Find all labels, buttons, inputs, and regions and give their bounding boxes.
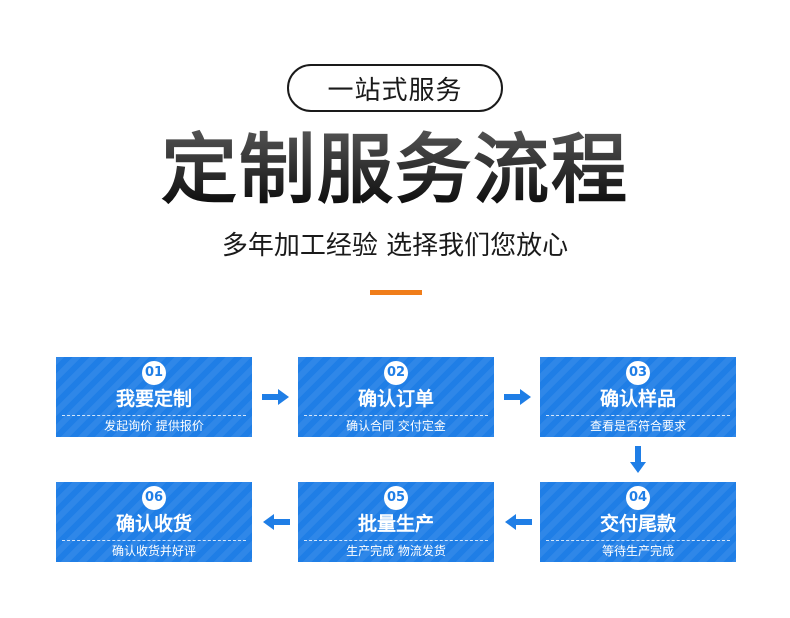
step-description: 查看是否符合要求 — [589, 419, 686, 433]
step-title: 确认订单 — [357, 388, 434, 410]
step-description: 确认收货并好评 — [111, 544, 196, 558]
arrow-right-icon — [262, 387, 290, 407]
arrow-right-icon — [504, 387, 532, 407]
step-number-badge: 04 — [626, 486, 650, 510]
step-divider — [62, 415, 246, 416]
step-card-05: 05 批量生产 生产完成 物流发货 — [298, 482, 494, 562]
step-card-04: 04 交付尾款 等待生产完成 — [540, 482, 736, 562]
step-divider — [62, 540, 246, 541]
step-number-badge: 06 — [142, 486, 166, 510]
step-number-badge: 01 — [142, 361, 166, 385]
step-divider — [304, 540, 488, 541]
page-subtitle: 多年加工经验 选择我们您放心 — [221, 231, 569, 261]
step-title: 批量生产 — [357, 513, 434, 535]
step-divider — [546, 540, 730, 541]
step-divider — [304, 415, 488, 416]
step-description: 等待生产完成 — [601, 544, 674, 558]
arrow-left-icon — [504, 512, 532, 532]
step-card-06: 06 确认收货 确认收货并好评 — [56, 482, 252, 562]
step-description: 发起询价 提供报价 — [104, 419, 204, 433]
step-title: 我要定制 — [115, 388, 192, 410]
step-title: 确认收货 — [115, 513, 192, 535]
service-badge: 一站式服务 — [287, 64, 503, 112]
step-number-badge: 03 — [626, 361, 650, 385]
step-number-badge: 05 — [384, 486, 408, 510]
step-number-badge: 02 — [384, 361, 408, 385]
step-title: 交付尾款 — [599, 513, 676, 535]
step-card-03: 03 确认样品 查看是否符合要求 — [540, 357, 736, 437]
page-title: 定制服务流程 — [0, 122, 790, 218]
arrow-left-icon — [262, 512, 290, 532]
step-description: 确认合同 交付定金 — [346, 419, 446, 433]
step-divider — [546, 415, 730, 416]
step-card-01: 01 我要定制 发起询价 提供报价 — [56, 357, 252, 437]
arrow-down-icon — [628, 446, 648, 474]
service-badge-label: 一站式服务 — [327, 75, 463, 106]
accent-divider — [370, 290, 422, 295]
step-card-02: 02 确认订单 确认合同 交付定金 — [298, 357, 494, 437]
step-title: 确认样品 — [599, 388, 676, 410]
step-description: 生产完成 物流发货 — [346, 544, 446, 558]
